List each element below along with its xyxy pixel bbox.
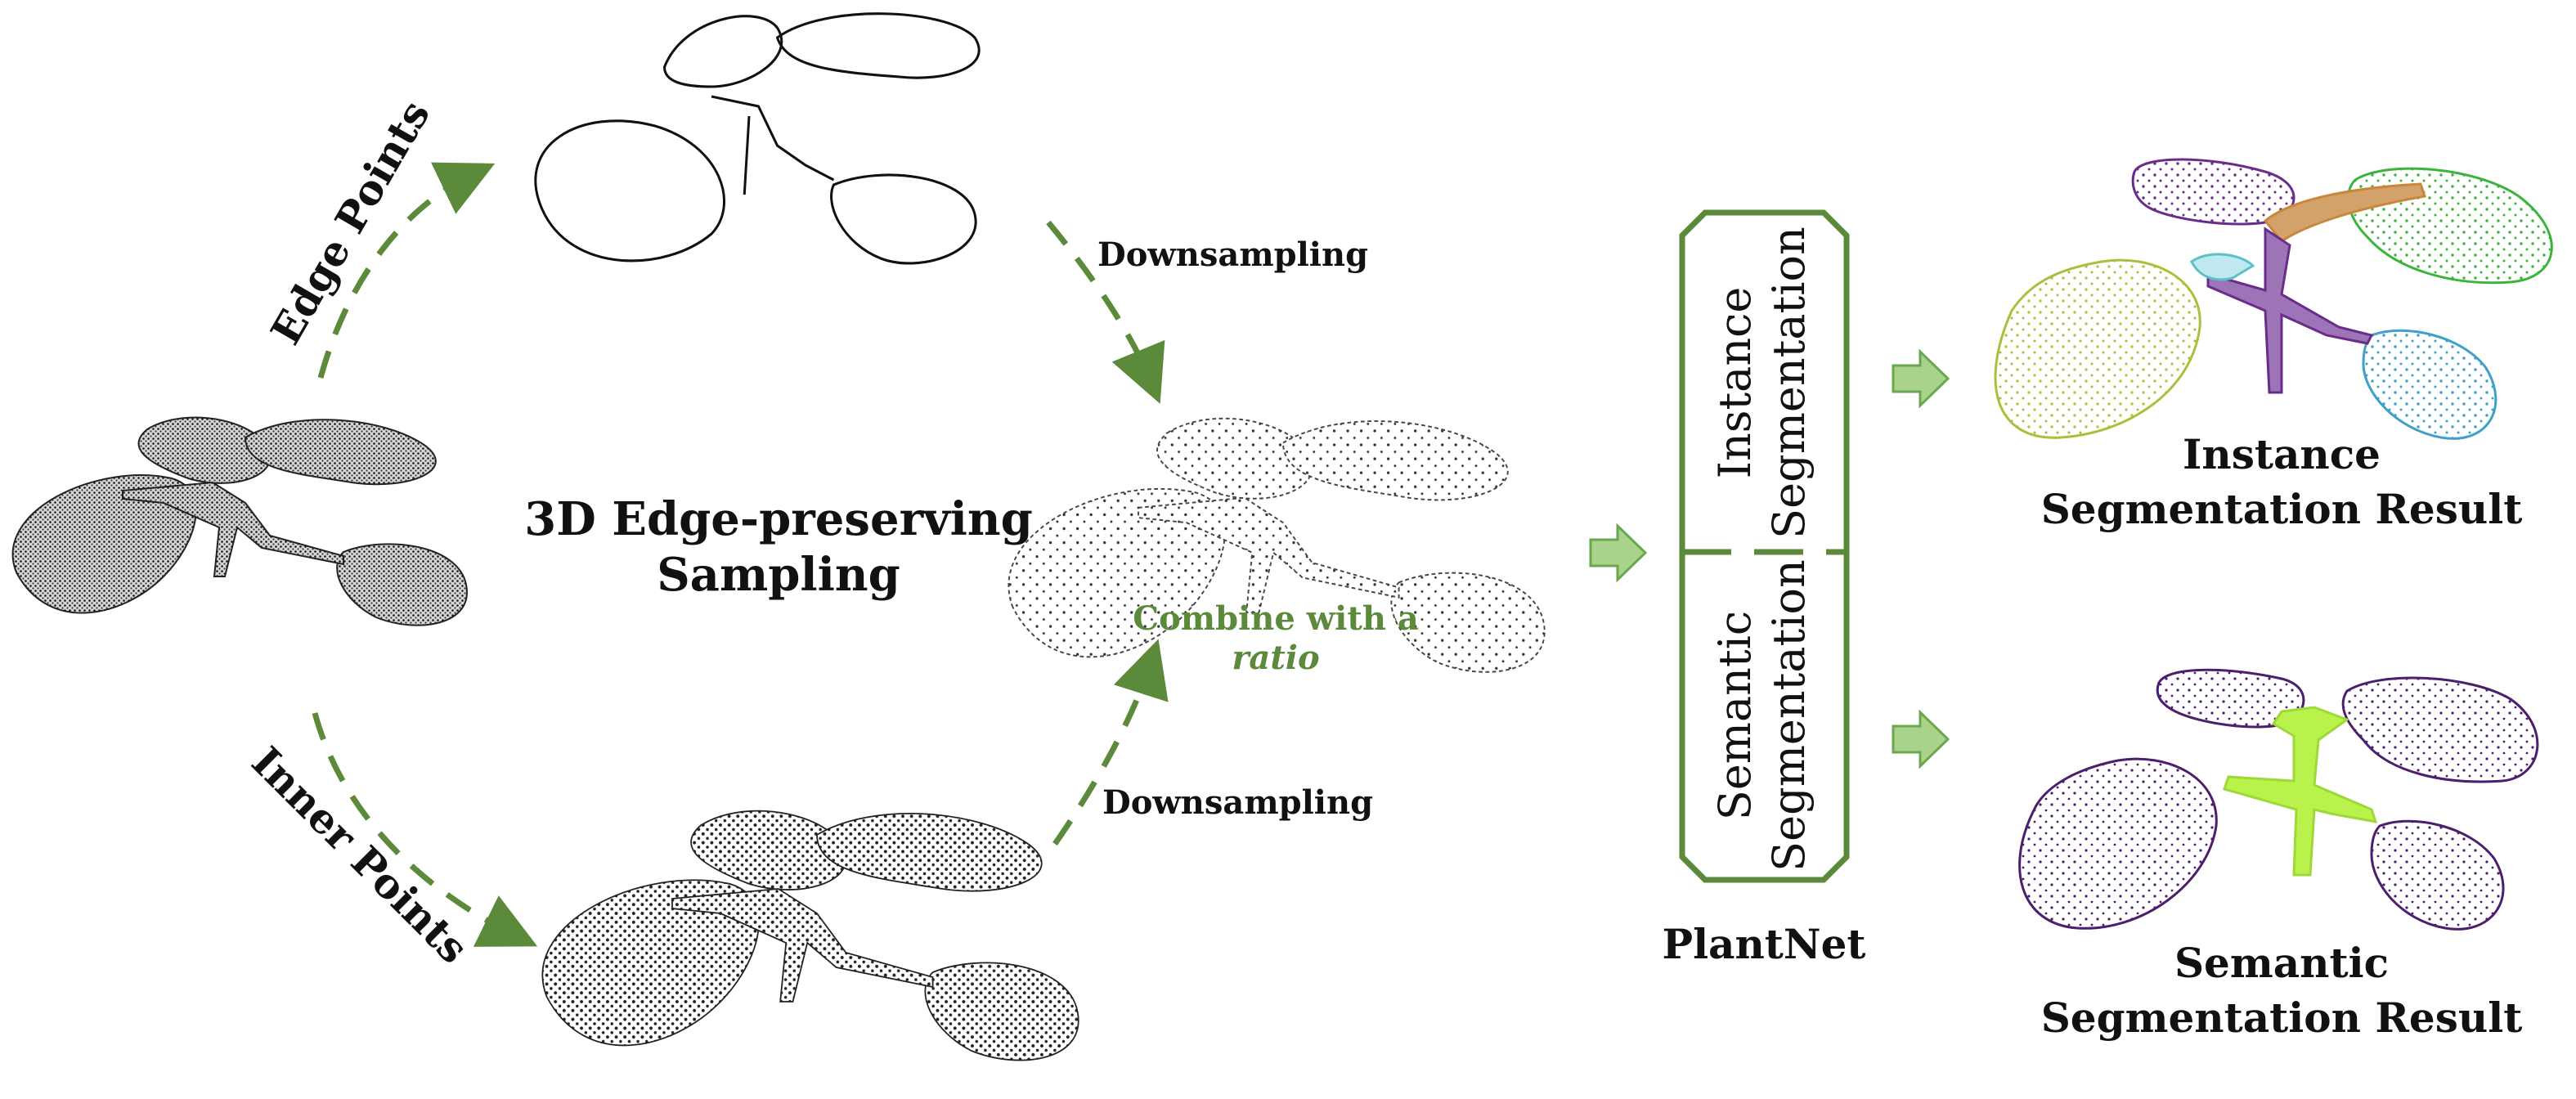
combine-label-line1: Combine with a	[1133, 599, 1419, 638]
semantic-result-cloud	[2018, 668, 2539, 931]
inner-points-cloud	[541, 810, 1079, 1061]
semantic-result-line2: Segmentation Result	[2041, 994, 2523, 1042]
to-instance-result-arrow	[1892, 348, 1950, 409]
downsampling-top-arrow	[1046, 220, 1165, 404]
to-plantnet-arrow	[1589, 523, 1648, 583]
inner-points-label: Inner Points	[243, 738, 478, 973]
to-semantic-result-arrow	[1892, 709, 1950, 769]
instance-result-cloud	[1994, 158, 2553, 440]
block-arrows	[1589, 348, 1950, 769]
instance-seg-line2: Segmentation	[1763, 227, 1815, 539]
semantic-result-line1: Semantic	[2174, 939, 2389, 987]
edge-points-label: Edge Points	[261, 92, 439, 352]
downsampling-bottom-label: Downsampling	[1102, 783, 1373, 822]
edge-points-cloud	[534, 12, 981, 265]
instance-result-line1: Instance	[2183, 430, 2381, 478]
inner-points-arrow	[312, 712, 538, 947]
combine-label-line2: ratio	[1232, 639, 1319, 677]
flow-arrows	[312, 162, 1169, 947]
plantnet-box	[1679, 209, 1850, 883]
input-plant-point-cloud	[11, 416, 468, 626]
downsampling-top-label: Downsampling	[1097, 236, 1368, 274]
semantic-seg-line2: Segmentation	[1763, 559, 1815, 872]
sampling-label-line1: 3D Edge-preserving	[524, 492, 1033, 546]
sampling-label-line2: Sampling	[657, 548, 900, 602]
instance-result-line2: Segmentation Result	[2041, 485, 2523, 533]
plantnet-label: PlantNet	[1662, 920, 1865, 968]
instance-seg-line1: Instance	[1709, 287, 1761, 479]
downsampling-bottom-arrow	[1052, 639, 1169, 846]
semantic-seg-line1: Semantic	[1709, 611, 1761, 820]
